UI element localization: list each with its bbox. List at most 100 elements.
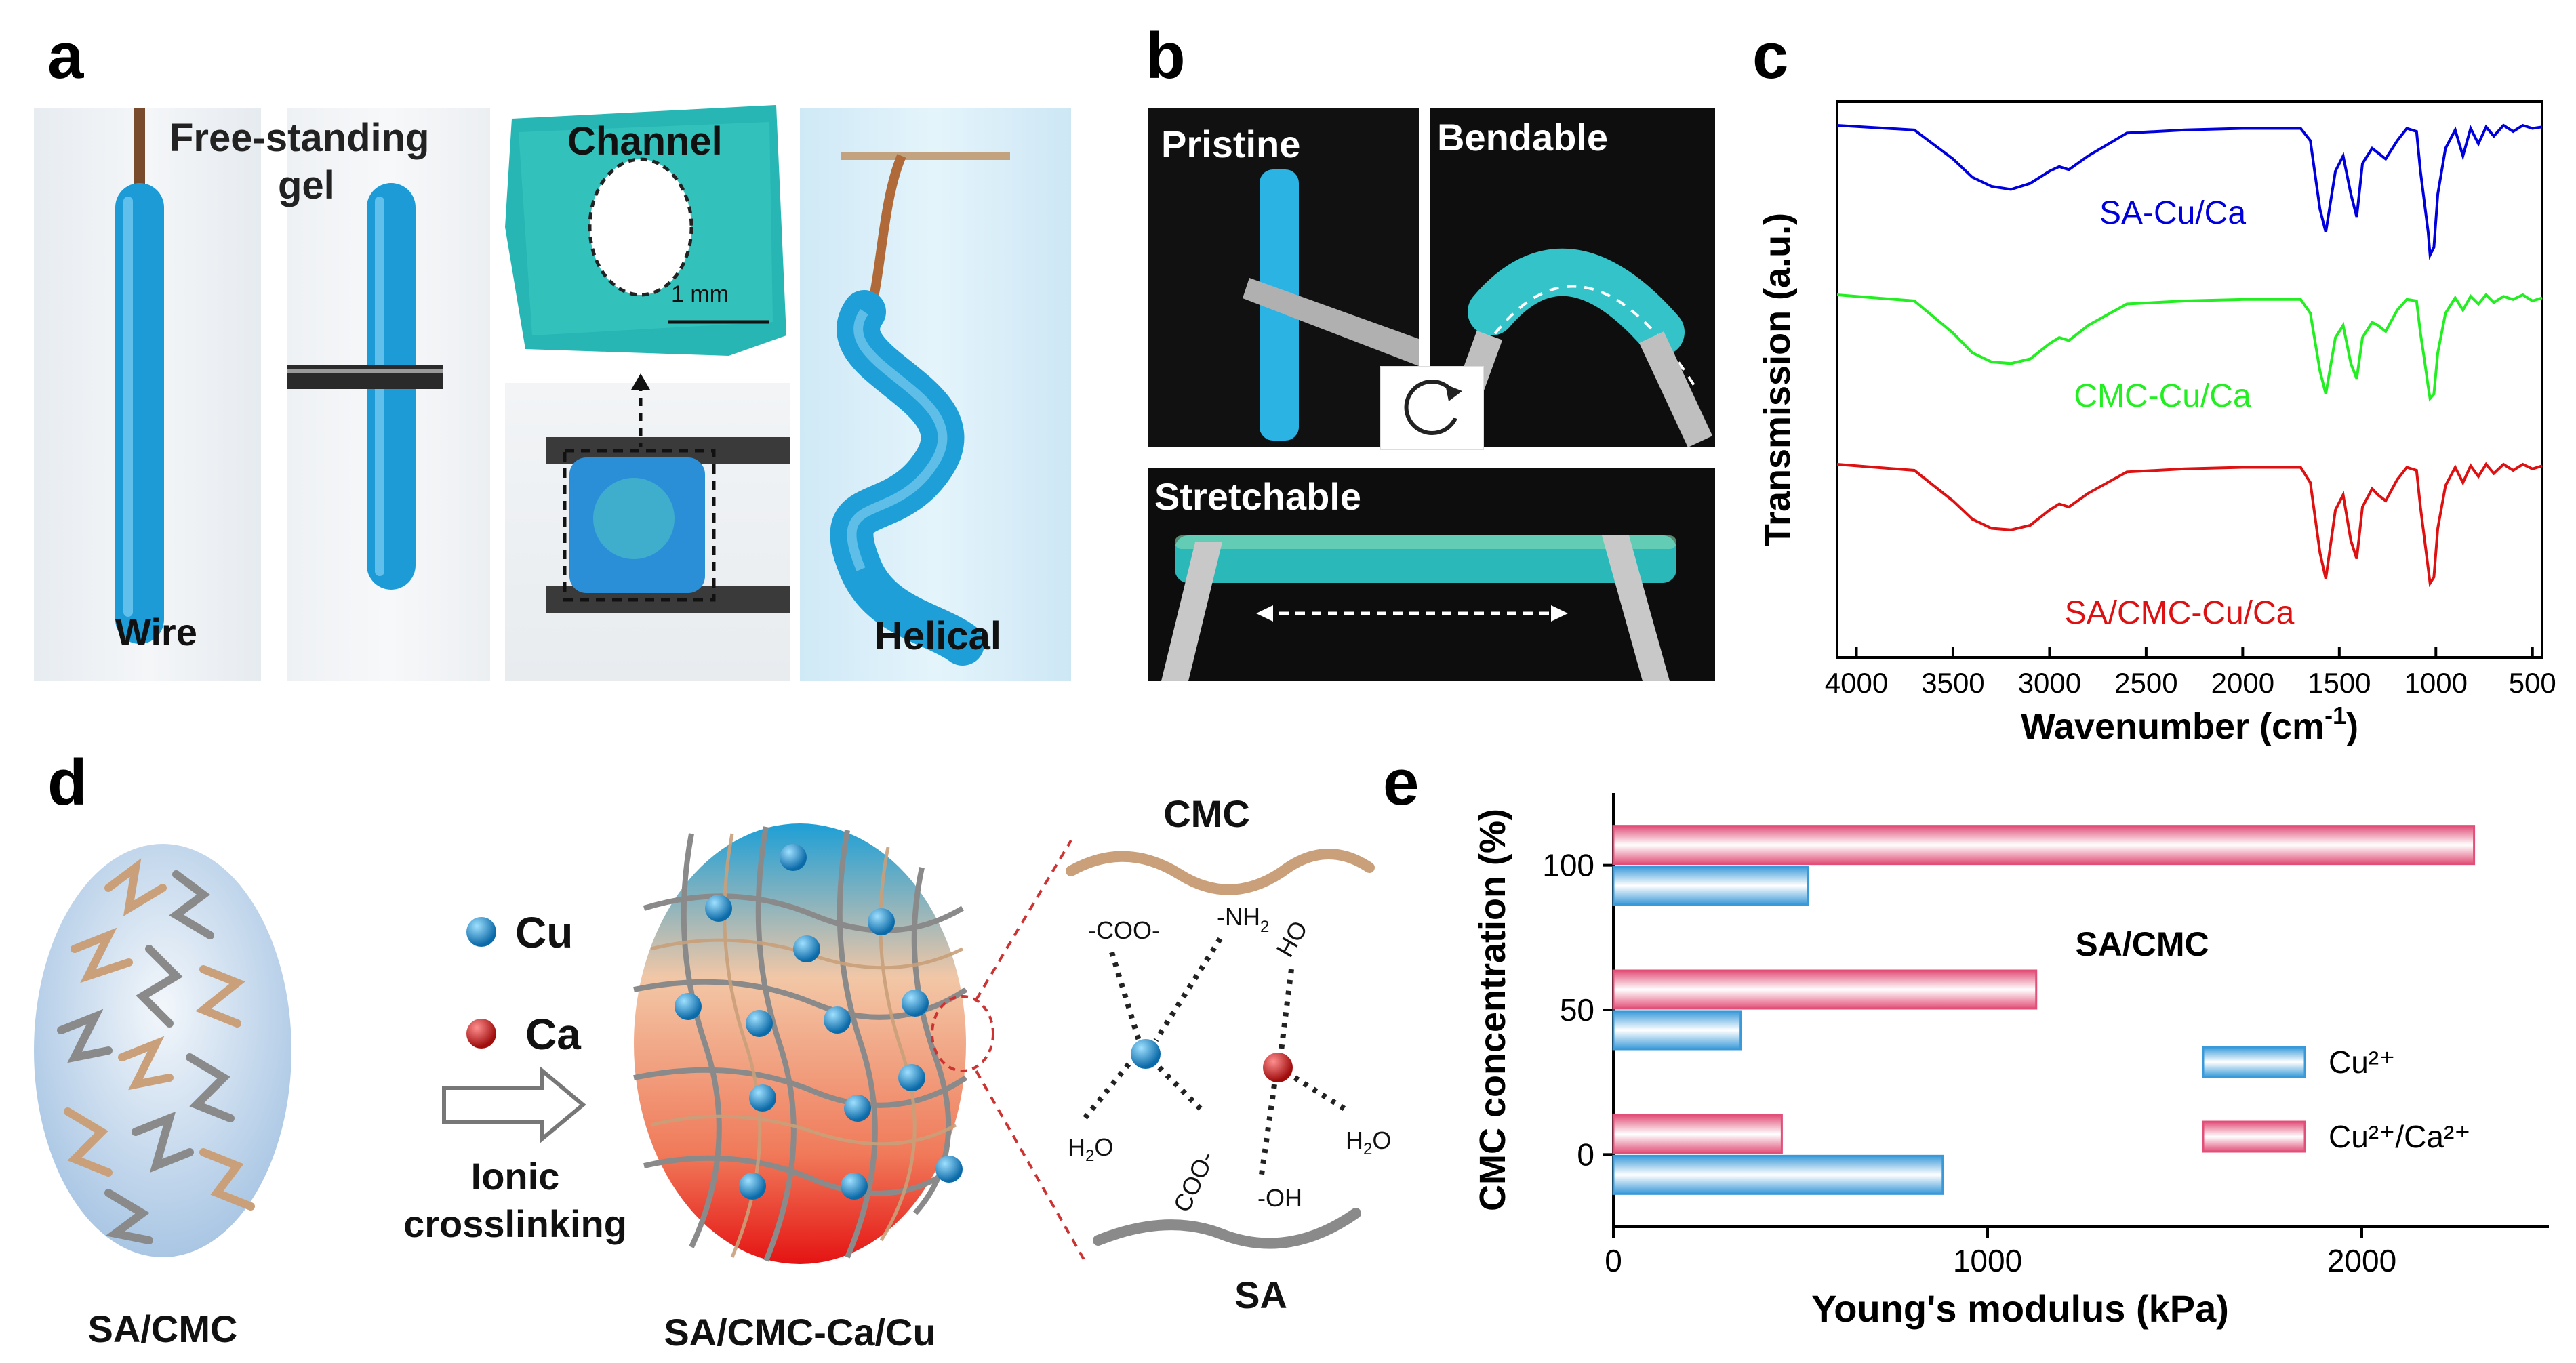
label-sa-cmc-left: SA/CMC (88, 1307, 238, 1350)
legend-label-0: Cu²⁺ (2329, 1044, 2395, 1080)
label-pristine: Pristine (1161, 123, 1301, 165)
label-nh2: -NH2 (1217, 903, 1269, 936)
y-tick-label: 0 (1577, 1137, 1594, 1172)
label-oh: -OH (1257, 1184, 1302, 1212)
photo-channel-bottom (505, 373, 790, 681)
label-channel: Channel (567, 119, 723, 163)
label-bendable: Bendable (1437, 116, 1609, 159)
photo-bendable: Bendable (1430, 108, 1715, 449)
label-coo-top: -COO- (1088, 916, 1160, 944)
panel-letter-c: c (1752, 20, 1789, 92)
label-helical: Helical (874, 614, 1001, 658)
panel-letter-d: d (47, 746, 87, 819)
bar-1-2 (1612, 825, 2476, 866)
x-tick-label: 2000 (2327, 1243, 2396, 1278)
label-h2o-right: H2O (1346, 1126, 1391, 1158)
x-tick-label: 1500 (2308, 667, 2371, 699)
stretchable-gel-drawing (1161, 535, 1676, 681)
series-label-0: SA-Cu/Ca (2099, 195, 2246, 231)
bar-0-2 (1612, 866, 1809, 906)
plot-frame (1836, 100, 2543, 659)
label-sa: SA (1234, 1274, 1287, 1316)
x-tick-label: 3500 (1921, 667, 1984, 699)
label-sa-cmc-ca-cu: SA/CMC-Ca/Cu (664, 1311, 935, 1354)
x-tick-label: 1000 (2404, 667, 2468, 699)
y-axis-label: CMC concentration (%) (1472, 809, 1513, 1211)
x-tick-label: 500 (2509, 667, 2556, 699)
panel-letter-a: a (47, 20, 84, 92)
label-ca: Ca (525, 1010, 581, 1059)
legend-label-1: Cu²⁺/Ca²⁺ (2329, 1119, 2471, 1154)
crosslinked-fibers (633, 826, 968, 1262)
zoom-region-circle (931, 995, 994, 1072)
ca-ion-legend-icon (466, 1019, 496, 1049)
label-wire: Wire (115, 611, 197, 653)
bar-0-0 (1612, 1154, 1944, 1195)
pristine-gel-drawing (1243, 169, 1419, 441)
x-tick-label: 1000 (1953, 1243, 2022, 1278)
photo-stretchable: Stretchable (1148, 468, 1715, 681)
cu-ion-detail (1131, 1039, 1161, 1069)
series-line-1 (1836, 293, 2543, 402)
photo-channel-top: Channel 1 mm (505, 105, 790, 373)
x-axis-label-superscript: -1 (2325, 701, 2346, 729)
coordination-bonds (1082, 937, 1351, 1180)
x-tick-label: 2000 (2211, 667, 2274, 699)
label-crosslinking: crosslinking (403, 1202, 627, 1245)
label-gel: gel (278, 163, 335, 207)
label-free-standing: Free-standing (169, 116, 430, 160)
channel-sample-drawing (546, 373, 790, 613)
legend-swatch-0 (2202, 1046, 2306, 1078)
label-coo-bottom: COO- (1168, 1147, 1220, 1217)
cmc-chain (1066, 849, 1375, 895)
series-label-2: SA/CMC-Cu/Ca (2065, 595, 2295, 631)
polymer-fibers-left (57, 858, 255, 1244)
helical-gel-drawing (830, 152, 1010, 666)
photo-pristine: Pristine (1148, 108, 1419, 447)
y-tick-label: 50 (1560, 992, 1594, 1028)
y-tick-label: 100 (1542, 848, 1594, 883)
series-label-1: CMC-Cu/Ca (2074, 378, 2251, 414)
y-axis-label: Transmission (a.u.) (1757, 213, 1798, 546)
bar-1-0 (1612, 1114, 1783, 1154)
bar-0-1 (1612, 1010, 1742, 1051)
cu-ions-network (675, 844, 963, 1200)
ca-ion-detail (1263, 1053, 1293, 1082)
x-tick-label: 0 (1605, 1243, 1622, 1278)
chart-annotation: SA/CMC (2075, 925, 2209, 963)
panel-letter-e: e (1383, 746, 1420, 819)
series-line-0 (1836, 123, 2543, 260)
process-arrow-icon (442, 1066, 586, 1143)
label-h2o-left: H2O (1068, 1133, 1113, 1165)
crosslinking-schematic: SA/CMC Cu Ca Ionic crosslinking (34, 792, 1391, 1354)
label-ho: HO (1270, 916, 1313, 962)
free-standing-gel-drawing (287, 183, 443, 590)
photo-helical: Helical (800, 108, 1071, 681)
x-tick-label: 2500 (2114, 667, 2177, 699)
legend-swatch-1 (2202, 1120, 2306, 1153)
x-tick-label: 4000 (1825, 667, 1888, 699)
sa-chain (1093, 1208, 1361, 1249)
sa-cmc-ellipse (34, 844, 291, 1257)
rotate-arrow-icon (1380, 366, 1484, 450)
series-line-2 (1836, 462, 2543, 588)
bar-1-1 (1612, 969, 2038, 1010)
x-tick-label: 3000 (2018, 667, 2081, 699)
label-stretchable: Stretchable (1154, 475, 1361, 518)
photo-free-standing (287, 108, 490, 681)
label-cmc: CMC (1163, 792, 1250, 835)
label-ionic: Ionic (471, 1155, 560, 1198)
label-cu: Cu (515, 908, 573, 957)
x-axis-label-close: ) (2346, 706, 2358, 747)
x-axis-label: Young's modulus (kPa) (1811, 1287, 2229, 1330)
photo-wire: Wire (34, 108, 261, 681)
cu-ion-legend-icon (466, 917, 496, 947)
zoom-line-bottom (975, 1070, 1086, 1261)
x-axis-label: Wavenumber (cm-1) (2021, 701, 2358, 747)
channel-cross-section-drawing (505, 105, 786, 356)
panel-letter-b: b (1146, 20, 1186, 92)
wire-gel-drawing (115, 108, 164, 644)
label-scale-bar: 1 mm (671, 281, 729, 307)
